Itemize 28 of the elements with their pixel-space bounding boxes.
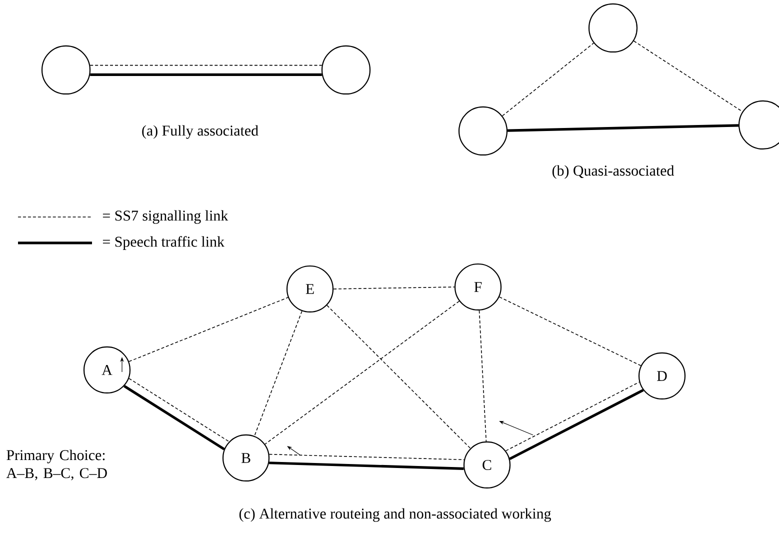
signalling-link — [128, 378, 230, 442]
signalling-link — [502, 42, 594, 116]
legend-text: = Speech traffic link — [102, 236, 224, 250]
signalling-link — [498, 296, 642, 366]
signalling-link — [128, 297, 288, 362]
signalling-link — [505, 382, 640, 452]
traffic-link — [508, 124, 738, 132]
signalling-link — [633, 40, 743, 112]
signalling-link — [268, 454, 464, 460]
traffic-link — [269, 462, 464, 470]
empty-circle — [458, 106, 508, 156]
signalling-link — [264, 300, 460, 445]
caption: (b) Quasi-associated — [552, 165, 674, 179]
signalling-link — [326, 304, 471, 449]
empty-circle — [321, 45, 371, 95]
signalling-link — [478, 310, 487, 442]
signalling-link — [90, 64, 322, 66]
legend-text: = SS7 signalling link — [102, 210, 228, 224]
note: Primary Choice: A–B, B–C, C–D — [6, 450, 107, 480]
caption: (c) Alternative routeing and non-associated working — [239, 508, 551, 522]
empty-circle — [41, 45, 91, 95]
signalling-link — [333, 286, 455, 290]
signalling-link — [254, 310, 302, 436]
traffic-link — [509, 389, 644, 460]
traffic-link — [124, 384, 225, 450]
empty-circle — [588, 3, 638, 53]
caption: (a) Fully associated — [142, 125, 258, 139]
traffic-link — [90, 73, 322, 76]
